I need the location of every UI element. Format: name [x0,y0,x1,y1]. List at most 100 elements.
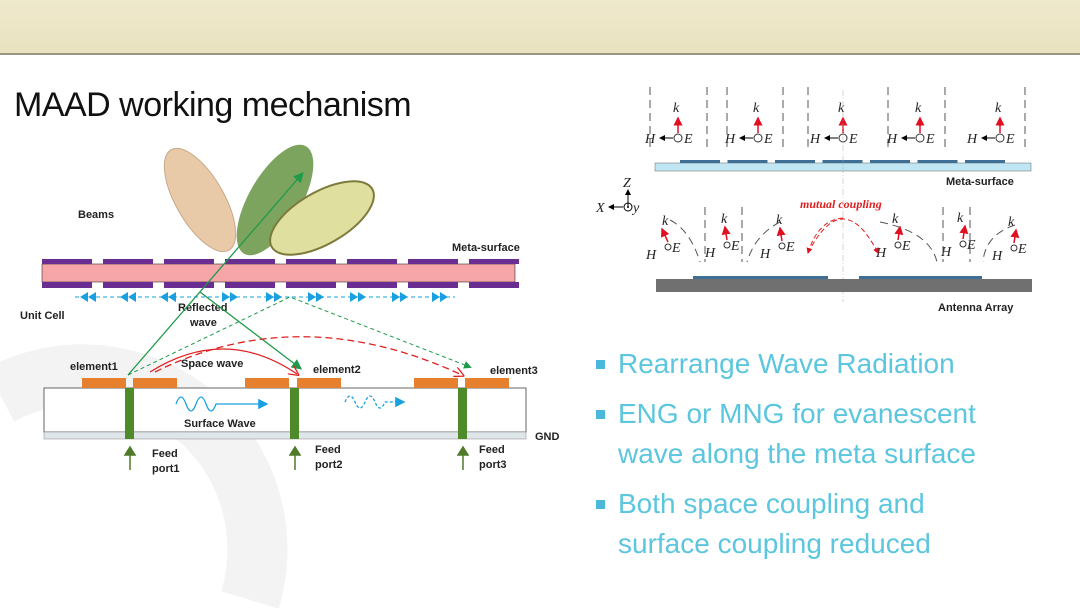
e-label: E [763,132,773,147]
k-vector-icon [721,225,731,241]
axis-y: y [631,201,640,216]
h-label: H [644,132,656,147]
gnd-label: GND [535,431,560,443]
meta-pad [870,160,910,163]
meta-surface-label-right: Meta-surface [946,176,1014,188]
e-label: E [785,240,795,255]
right-arrow-icon [274,292,282,302]
bullet-item: Both space coupling and surface coupling … [594,484,1064,564]
right-arrow-icon [358,292,366,302]
meta-pad [775,160,815,163]
k-label: k [1008,215,1015,230]
h-label: H [724,132,736,147]
feed-port2-label-2: port2 [315,459,343,471]
e-field-icon [995,133,1005,143]
right-arrow-icon [230,292,238,302]
element1-label: element1 [70,361,118,373]
e-field-icon [778,242,786,250]
k-label: k [753,101,760,116]
e-field-icon [664,243,672,251]
field-line [746,221,781,263]
reflected-wave-label: Reflected [178,302,228,314]
k-label: k [957,211,964,226]
feed-arrows [123,445,470,470]
e-label: E [683,132,693,147]
feed-port3-label-2: port3 [479,459,507,471]
field-line [669,219,701,263]
e-field-icon [673,133,683,143]
meta-pad [42,282,92,288]
e-label: E [730,239,740,254]
left-arrow-icon [88,292,96,302]
meta-surface-label: Meta-surface [452,242,520,254]
right-arrow-icon [392,292,400,302]
k-label: k [892,212,899,227]
reflected-wave-label-2: wave [189,317,217,329]
k-label: k [915,101,922,116]
h-label: H [704,246,716,261]
meta-pad [42,259,92,264]
e-field-icon [959,240,967,248]
meta-surface [41,259,519,288]
bullet-list: Rearrange Wave Radiation ENG or MNG for … [594,344,1064,574]
k-label: k [995,101,1002,116]
k-vector-icon [661,227,670,243]
h-label: H [809,132,821,147]
k-vector-icon [894,225,904,241]
h-label: H [875,246,887,261]
bullet-text: wave along the meta surface [618,438,976,469]
right-arrow-icon [308,292,316,302]
e-label: E [901,239,911,254]
beams-shapes [163,144,375,256]
feed-port2-label: Feed [315,444,341,456]
meta-pad [225,259,275,264]
h-label: H [991,249,1003,264]
substrate [43,378,527,440]
right-arrow-icon [440,292,448,302]
axis-z: Z [623,176,631,191]
bullet-marker-icon [596,360,605,369]
right-arrow-icon [400,292,408,302]
bullet-text: Both space coupling and [618,488,925,519]
axis-x: X [595,201,605,216]
element3-label: element3 [490,365,538,377]
meta-pad [469,282,519,288]
bullet-text: ENG or MNG for evanescent [618,398,976,429]
unit-cell-label: Unit Cell [20,310,65,322]
surface-wave-label: Surface Wave [184,418,256,430]
bullet-item: ENG or MNG for evanescent wave along the … [594,394,1064,474]
h-label: H [759,247,771,262]
h-label: H [940,245,952,260]
k-label: k [662,214,669,229]
right-arrow-icon [432,292,440,302]
k-vector-icon [776,226,786,242]
k-label: k [838,101,845,116]
left-diagram: Beams Meta-surface Unit Cell Reflected w… [20,144,560,475]
meta-pad [917,160,958,163]
e-label: E [848,132,858,147]
e-label: E [925,132,935,147]
bullet-text: surface coupling reduced [618,528,931,559]
meta-pad [225,282,275,288]
mutual-coupling-label: mutual coupling [800,197,882,211]
h-label: H [645,248,657,263]
left-arrow-icon [128,292,136,302]
left-arrow-icon [120,292,128,302]
h-label: H [886,132,898,147]
h-label: H [966,132,978,147]
right-arrow-icon [316,292,324,302]
meta-pad [164,282,214,288]
meta-pad [408,282,458,288]
slide-title: MAAD working mechanism [14,86,412,124]
e-field-icon [723,241,731,249]
beams-label: Beams [78,209,114,221]
e-field-icon [915,133,925,143]
right-arrow-icon [350,292,358,302]
right-arrow-icon [266,292,274,302]
k-vector-icon [1010,228,1020,244]
meta-pad [822,160,863,163]
meta-pad [727,160,768,163]
left-arrow-icon [168,292,176,302]
